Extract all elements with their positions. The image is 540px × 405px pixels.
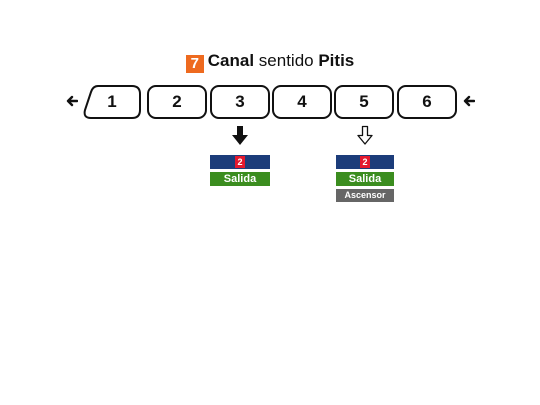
arrow-left-icon: [463, 95, 475, 107]
train-diagram: 1 2 3 4 5 6: [0, 85, 540, 119]
train-car-2: 2: [147, 85, 207, 119]
arrow-down-solid-icon: [232, 126, 248, 145]
train-car-3: 3: [210, 85, 270, 119]
exit-label: Salida: [210, 172, 270, 186]
line-2-badge: 2: [235, 156, 245, 168]
train-car-1: 1: [82, 85, 142, 119]
train-car-6: 6: [397, 85, 457, 119]
direction-word: sentido: [258, 51, 314, 70]
direction-destination: Pitis: [318, 51, 355, 70]
train-car-4: 4: [272, 85, 332, 119]
car-number: 1: [107, 92, 117, 111]
arrow-down-outline-icon: [357, 125, 373, 145]
elevator-label: Ascensor: [336, 189, 394, 202]
line-2-badge: 2: [360, 156, 370, 168]
exit-label: Salida: [336, 172, 394, 186]
line-2-transfer-bar: 2: [210, 155, 270, 169]
line-7-badge: 7: [185, 55, 204, 73]
train-car-5: 5: [334, 85, 394, 119]
station-name: Canal: [207, 51, 255, 70]
line-2-transfer-bar: 2: [336, 155, 394, 169]
arrow-left-icon: [66, 95, 78, 107]
